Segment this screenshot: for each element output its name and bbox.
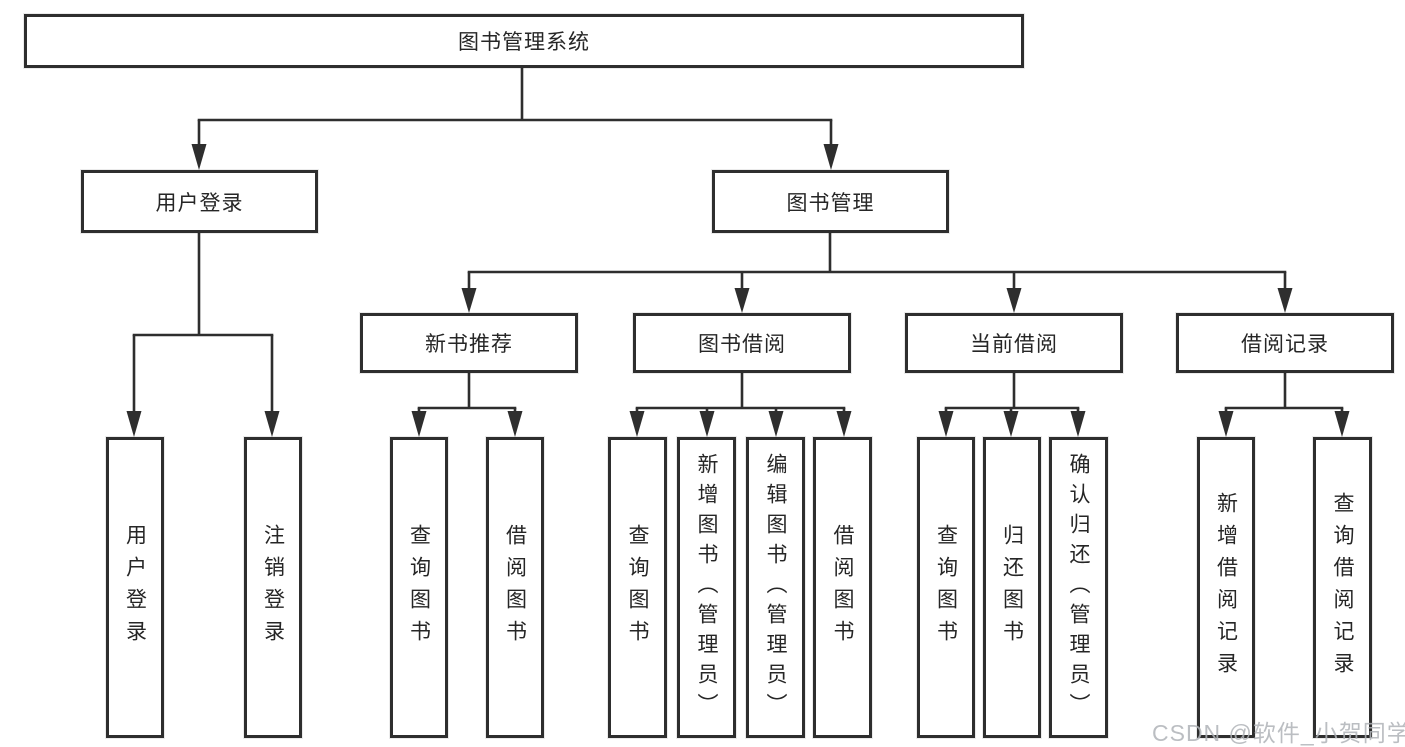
node-label: 查询图书 — [407, 523, 431, 652]
node-book-borrowing: 图书借阅 — [633, 313, 851, 373]
node-label: 借阅图书 — [503, 523, 527, 652]
node-user-login: 用户登录 — [81, 170, 318, 233]
node-label: 查询借阅记录 — [1331, 491, 1354, 684]
node-label: 注销登录 — [261, 523, 285, 652]
node-label: 新书推荐 — [425, 333, 513, 356]
leaf-query-books-borrowing: 查询图书 — [608, 437, 667, 738]
leaf-borrow-books: 借阅图书 — [813, 437, 872, 738]
node-new-book-recommend: 新书推荐 — [360, 313, 578, 373]
node-label: 归还图书 — [1000, 523, 1024, 652]
node-label: 编辑图书（管理员） — [764, 452, 787, 723]
node-root-library-system: 图书管理系统 — [24, 14, 1024, 68]
leaf-add-borrow-record: 新增借阅记录 — [1197, 437, 1255, 738]
node-label: 用户登录 — [155, 191, 244, 215]
leaf-query-books-current: 查询图书 — [917, 437, 975, 738]
node-label: 图书借阅 — [698, 333, 786, 356]
node-label: 图书管理系统 — [458, 31, 590, 54]
node-label: 确认归还（管理员） — [1067, 452, 1090, 723]
leaf-add-books-admin: 新增图书（管理员） — [677, 437, 736, 738]
leaf-query-borrow-record: 查询借阅记录 — [1313, 437, 1372, 738]
node-label: 图书管理 — [786, 191, 875, 215]
leaf-query-books-recommend: 查询图书 — [390, 437, 448, 738]
leaf-borrow-books-recommend: 借阅图书 — [486, 437, 544, 738]
node-label: 新增图书（管理员） — [695, 452, 718, 723]
node-label: 当前借阅 — [970, 333, 1058, 356]
leaf-confirm-return-admin: 确认归还（管理员） — [1049, 437, 1108, 738]
leaf-logout: 注销登录 — [244, 437, 302, 738]
node-label: 查询图书 — [934, 523, 958, 652]
node-label: 用户登录 — [123, 523, 147, 652]
node-borrowing-records: 借阅记录 — [1176, 313, 1394, 373]
node-label: 新增借阅记录 — [1214, 491, 1238, 684]
node-current-borrowing: 当前借阅 — [905, 313, 1123, 373]
leaf-user-login: 用户登录 — [106, 437, 164, 738]
node-label: 借阅记录 — [1241, 333, 1329, 356]
node-book-management: 图书管理 — [712, 170, 949, 233]
node-label: 查询图书 — [626, 523, 649, 652]
leaf-return-books: 归还图书 — [983, 437, 1041, 738]
leaf-edit-books-admin: 编辑图书（管理员） — [746, 437, 805, 738]
node-label: 借阅图书 — [831, 523, 854, 652]
csdn-watermark: CSDN @软件_小贺同学 — [1152, 720, 1405, 746]
